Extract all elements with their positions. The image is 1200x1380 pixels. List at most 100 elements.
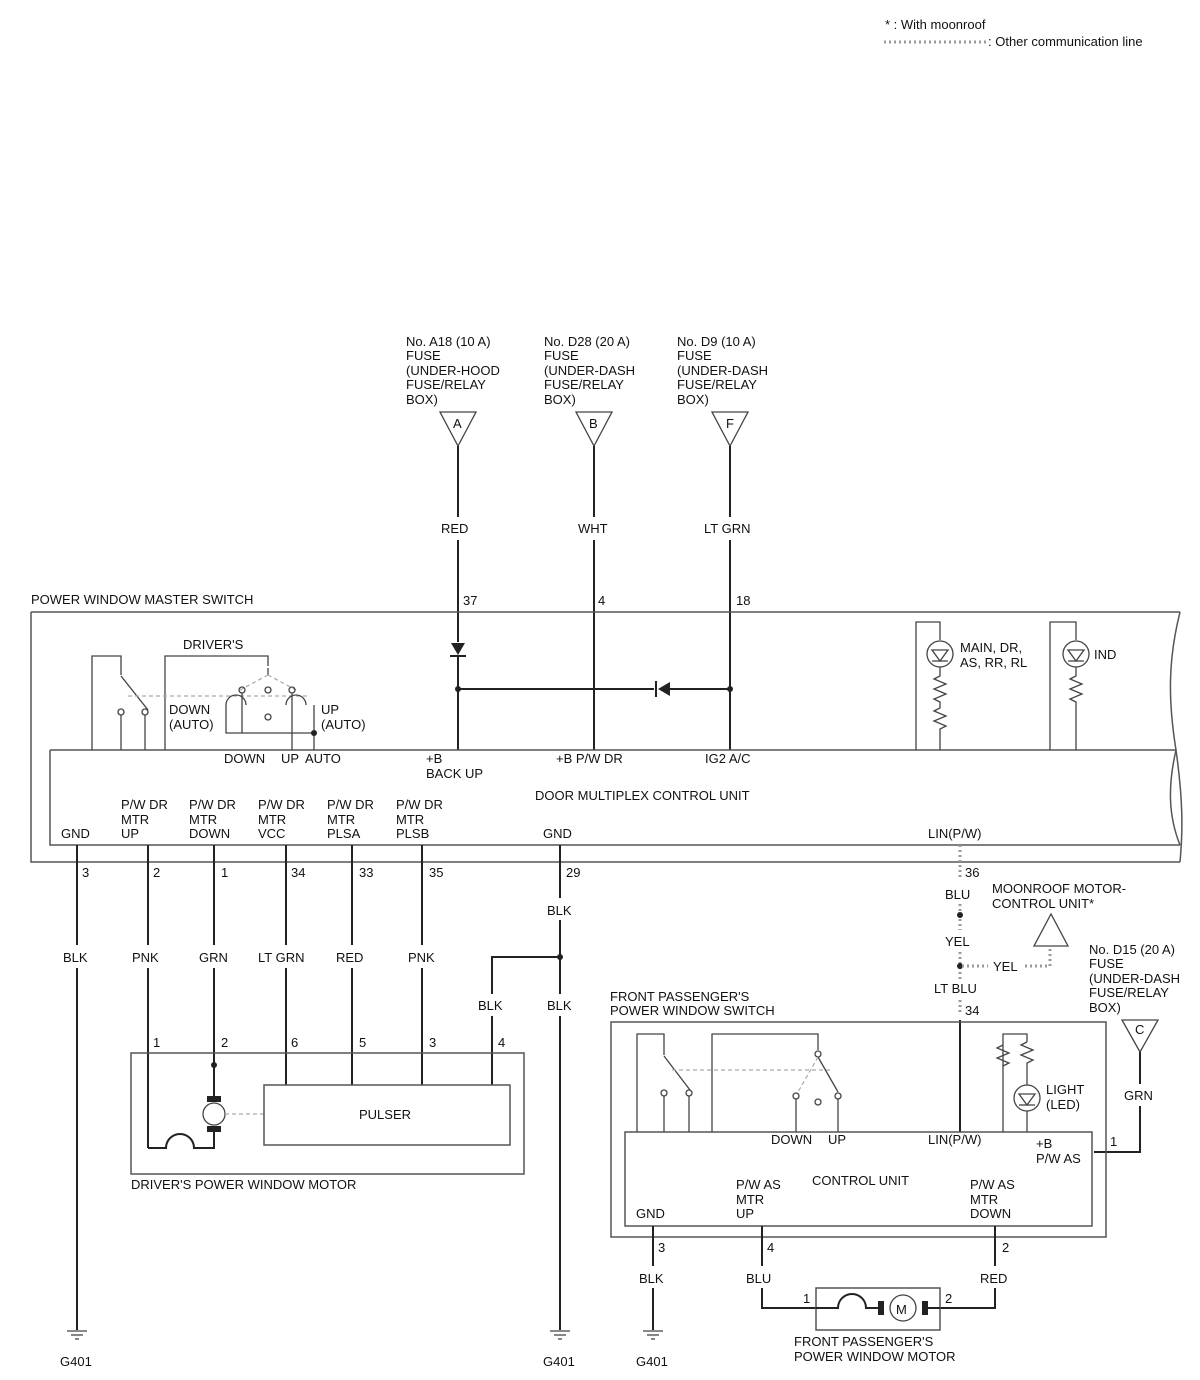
pass-wire-red: RED xyxy=(980,1271,1007,1286)
pwdr-up-label-2: MTR xyxy=(121,812,149,827)
gnd-label-2: GND xyxy=(543,826,572,841)
pass-mtr-up-label-1: P/W AS xyxy=(736,1177,781,1192)
wire-blk-branch: BLK xyxy=(478,998,503,1013)
b-backup-label-2: BACK UP xyxy=(426,766,483,781)
driver-motor-title: DRIVER'S POWER WINDOW MOTOR xyxy=(131,1177,356,1192)
front-passenger-window-motor: 1 2 M FRONT PASSENGER'S POWER WINDOW MOT… xyxy=(794,1287,956,1364)
pass-mtr-down-label-2: MTR xyxy=(970,1192,998,1207)
pass-mtr-down-label-1: P/W AS xyxy=(970,1177,1015,1192)
main-leds-label-2: AS, RR, RL xyxy=(960,655,1027,670)
pin-29-gnd: 29 xyxy=(566,865,580,880)
ground-g401-3: G401 xyxy=(636,1354,668,1369)
pass-motor-symbol: M xyxy=(896,1302,907,1317)
fuse-feed-wires xyxy=(450,446,733,750)
pin-35-plsb: 35 xyxy=(429,865,443,880)
pass-mtr-down-label-3: DOWN xyxy=(970,1206,1011,1221)
fuse-d15-line5: BOX) xyxy=(1089,1000,1121,1015)
main-leds-label-1: MAIN, DR, xyxy=(960,640,1022,655)
pwdr-plsb-label-1: P/W DR xyxy=(396,797,443,812)
fuse-d9-line3: (UNDER-DASH xyxy=(677,363,768,378)
fuse-b-letter: B xyxy=(589,416,598,431)
fuse-d9-line4: FUSE/RELAY xyxy=(677,377,757,392)
pin-3-gnd: 3 xyxy=(82,865,89,880)
master-switch-title: POWER WINDOW MASTER SWITCH xyxy=(31,592,253,607)
motor-pin-2: 2 xyxy=(221,1035,228,1050)
motor-pin-4: 4 xyxy=(498,1035,505,1050)
moonroof-unit-triangle-icon xyxy=(1032,912,1070,947)
pin-18: 18 xyxy=(736,593,750,608)
ind-led-icon xyxy=(1062,640,1090,668)
pass-motor-title-2: POWER WINDOW MOTOR xyxy=(794,1349,956,1364)
pass-mtr-up-label-2: MTR xyxy=(736,1192,764,1207)
pass-pin-3: 3 xyxy=(658,1240,665,1255)
motor-pin-5: 5 xyxy=(359,1035,366,1050)
pass-motor-title-1: FRONT PASSENGER'S xyxy=(794,1334,934,1349)
pin-4: 4 xyxy=(598,593,605,608)
master-bottom-wires: 3 BLK 2 PNK 1 GRN 34 LT GRN 33 RED 35 PN… xyxy=(63,845,580,1330)
pulser-label: PULSER xyxy=(359,1107,411,1122)
wire-red-1: RED xyxy=(336,950,363,965)
wire-ltblu-lin: LT BLU xyxy=(934,981,977,996)
wire-blk-29: BLK xyxy=(547,903,572,918)
ground-g401-2: G401 xyxy=(543,1354,575,1369)
fuse-d9-line2: FUSE xyxy=(677,348,712,363)
pass-gnd-label: GND xyxy=(636,1206,665,1221)
fuse-d9-line1: No. D9 (10 A) xyxy=(677,334,756,349)
power-window-master-switch: POWER WINDOW MASTER SWITCH DRIVER'S DOWN… xyxy=(30,592,1183,863)
fuse-d28-line4: FUSE/RELAY xyxy=(544,377,624,392)
wire-pnk-1: PNK xyxy=(132,950,159,965)
ig2-label: IG2 A/C xyxy=(705,751,751,766)
legend: * : With moonroof : Other communication … xyxy=(884,17,1143,49)
pin-34-vcc: 34 xyxy=(291,865,305,880)
pass-down-label: DOWN xyxy=(771,1132,812,1147)
pass-wire-blu: BLU xyxy=(746,1271,771,1286)
fuse-f-letter: F xyxy=(726,416,734,431)
fuse-d9-line5: BOX) xyxy=(677,392,709,407)
pass-lin-label: LIN(P/W) xyxy=(928,1132,981,1147)
wire-pnk-2: PNK xyxy=(408,950,435,965)
pass-motor-pin-1: 1 xyxy=(803,1291,810,1306)
pwdr-vcc-label-3: VCC xyxy=(258,826,285,841)
fuse-a18-line4: FUSE/RELAY xyxy=(406,377,486,392)
fuse-d28-line1: No. D28 (20 A) xyxy=(544,334,630,349)
lin-wire: 36 BLU YEL YEL LT BLU 34 MOONROOF MOTOR-… xyxy=(934,845,1126,1132)
pass-pin-4: 4 xyxy=(767,1240,774,1255)
pwdr-plsa-label-1: P/W DR xyxy=(327,797,374,812)
pwdr-vcc-label-2: MTR xyxy=(258,812,286,827)
pulser-box xyxy=(263,1084,511,1146)
pwdr-plsb-label-3: PLSB xyxy=(396,826,429,841)
fuse-b-triangle-icon xyxy=(574,411,614,448)
moonroof-label-1: MOONROOF MOTOR- xyxy=(992,881,1126,896)
ground-icon xyxy=(67,1330,87,1340)
fuse-c-triangle-icon xyxy=(1120,1019,1160,1054)
fuse-a-triangle-icon xyxy=(438,411,478,448)
fuse-f-triangle-icon xyxy=(710,411,750,448)
sw-auto-label: AUTO xyxy=(305,751,341,766)
pass-mtr-up-label-3: UP xyxy=(736,1206,754,1221)
sw-down-label: DOWN xyxy=(224,751,265,766)
drivers-label: DRIVER'S xyxy=(183,637,244,652)
fuse-d15-line2: FUSE xyxy=(1089,956,1124,971)
b-backup-label-1: +B xyxy=(426,751,442,766)
driver-motor-icon xyxy=(202,1102,226,1126)
pass-motor-icon xyxy=(889,1294,917,1322)
down-auto-label-2: (AUTO) xyxy=(169,717,214,732)
pin-33-plsa: 33 xyxy=(359,865,373,880)
b-pwdr-label: +B P/W DR xyxy=(556,751,623,766)
pass-b-label-1: +B xyxy=(1036,1136,1052,1151)
light-label-1: LIGHT xyxy=(1046,1082,1084,1097)
sw-up-label: UP xyxy=(281,751,299,766)
pin-37: 37 xyxy=(463,593,477,608)
ind-label: IND xyxy=(1094,647,1116,662)
fuse-a-letter: A xyxy=(453,416,462,431)
door-multiplex-unit-name: DOOR MULTIPLEX CONTROL UNIT xyxy=(535,788,750,803)
motor-pin-6: 6 xyxy=(291,1035,298,1050)
pin-1-down: 1 xyxy=(221,865,228,880)
legend-moonroof-note: * : With moonroof xyxy=(885,17,986,32)
pass-motor-pin-2: 2 xyxy=(945,1291,952,1306)
wire-blk-main: BLK xyxy=(547,998,572,1013)
pwdr-vcc-label-1: P/W DR xyxy=(258,797,305,812)
wire-ltgrn-1: LT GRN xyxy=(258,950,304,965)
diode-ig2-icon xyxy=(658,682,670,696)
pwdr-plsa-label-3: PLSA xyxy=(327,826,361,841)
